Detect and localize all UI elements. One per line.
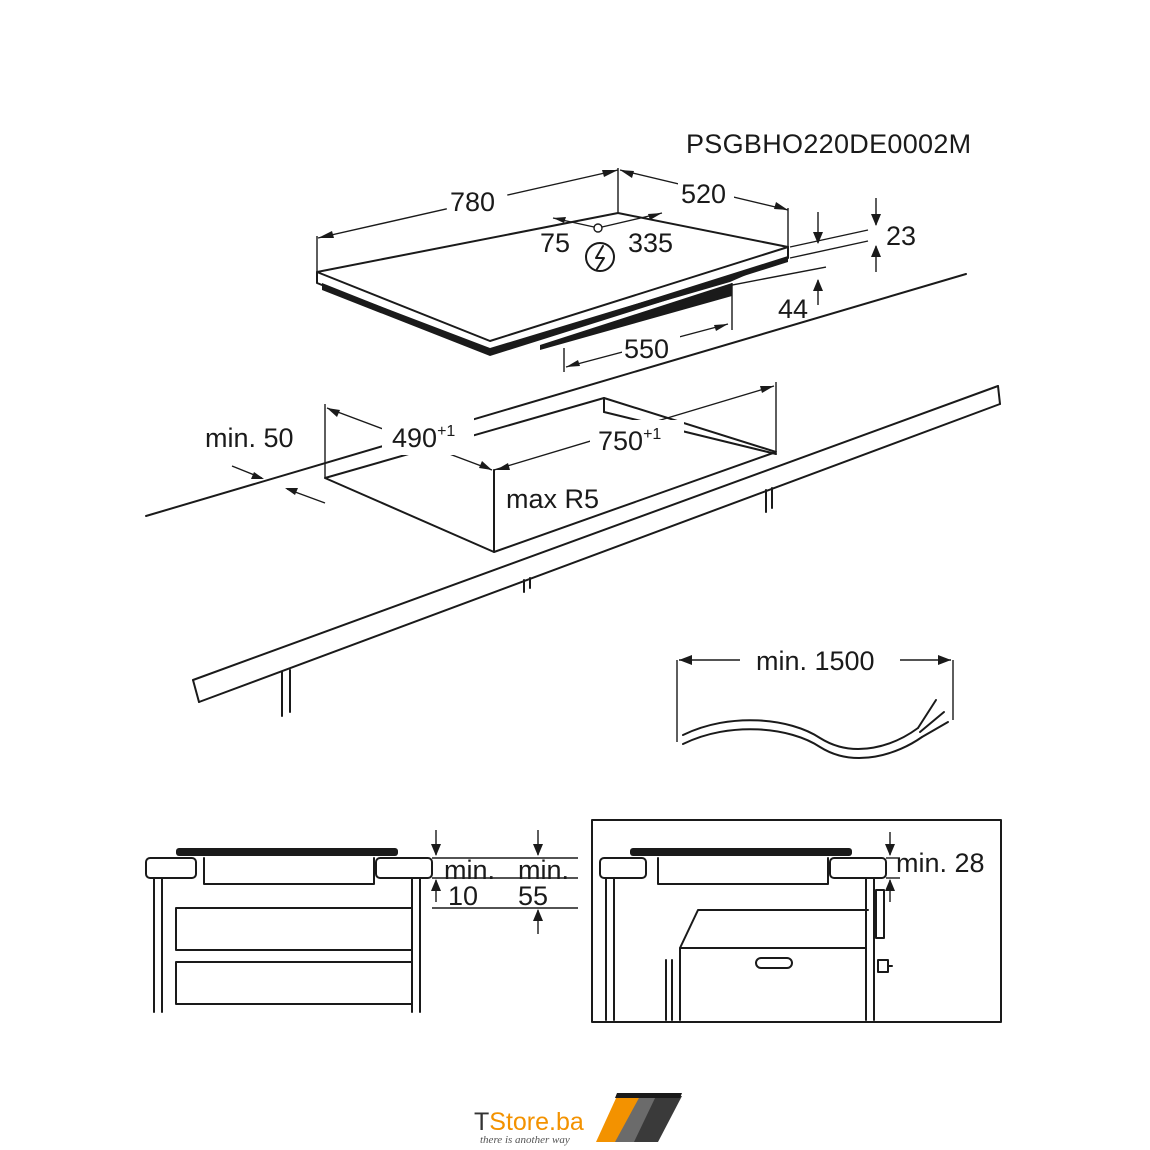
logo-tagline: there is another way: [480, 1134, 570, 1146]
oven-clearance: min. 28: [896, 848, 985, 878]
dim-23: 23: [789, 198, 916, 272]
dim-520: 520: [619, 169, 789, 247]
cutout-width: 750+1: [598, 426, 661, 456]
bottom-width: 550: [624, 334, 669, 364]
dim-490: 490+1: [324, 404, 493, 478]
hob-width: 780: [450, 187, 495, 217]
corner-radius: max R5: [506, 484, 599, 514]
model-code: PSGBHO220DE0002M: [686, 129, 971, 159]
hob-thickness: 23: [886, 221, 916, 251]
gap-value: 10: [448, 881, 478, 911]
dim-780: 780: [316, 168, 619, 272]
clear-label: min.: [518, 855, 569, 885]
section-drawer-unit: min. 10 min. 55: [145, 830, 578, 1013]
hob-drawing: [316, 212, 789, 356]
tstore-logo: TStore.ba there is another way: [474, 1093, 682, 1146]
cable-drawing: min. 1500: [676, 646, 954, 760]
front-margin: min. 50: [205, 423, 294, 453]
tstore-stripes-logo-icon: [596, 1093, 682, 1142]
cable-offset-right: 335: [628, 228, 673, 258]
depth-below: 44: [778, 294, 808, 324]
worktop-drawing: [145, 273, 1001, 717]
dim-min-50: min. 50: [205, 423, 326, 504]
cutout-depth: 490+1: [392, 423, 455, 453]
gap-label: min.: [444, 855, 495, 885]
electric-hazard-icon: [585, 242, 615, 272]
dim-44: 44: [731, 266, 827, 330]
logo-letter-t: TStore.ba: [474, 1108, 584, 1136]
cable-offset-left: 75: [540, 228, 570, 258]
cable-length: min. 1500: [756, 646, 875, 676]
cable-entry-dims: 75 335: [540, 212, 673, 272]
dim-550: 550: [563, 323, 729, 372]
hob-depth: 520: [681, 179, 726, 209]
clear-value: 55: [518, 881, 548, 911]
dim-750: 750+1: [493, 382, 777, 471]
section-oven-unit: min. 28: [591, 819, 1002, 1023]
